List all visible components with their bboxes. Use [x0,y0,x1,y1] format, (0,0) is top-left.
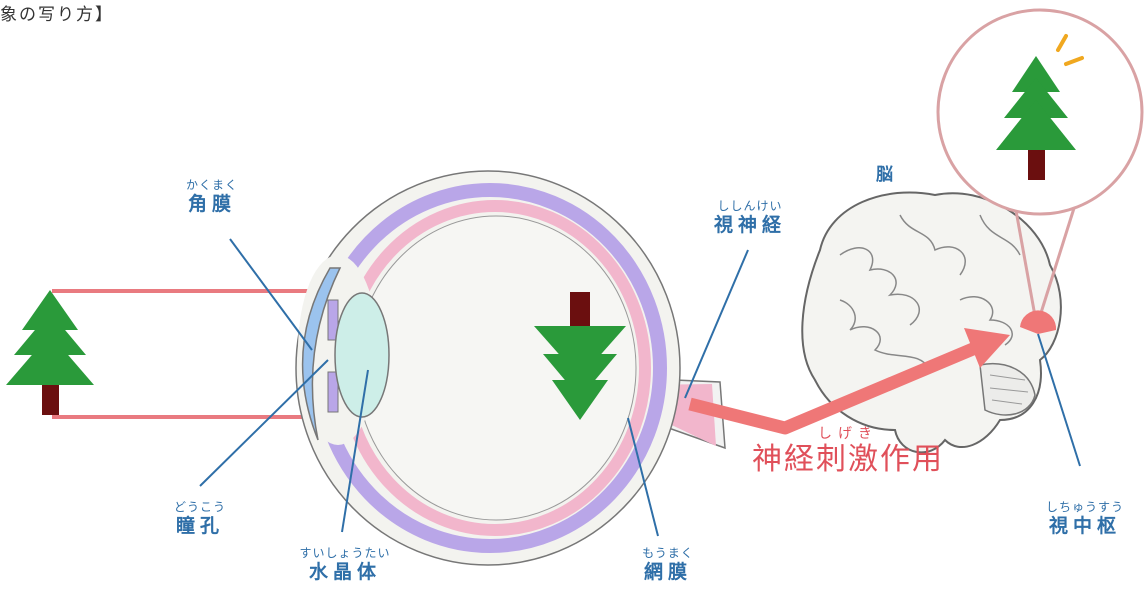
label-visual-center: しちゅうすう 視中枢 [1030,500,1140,538]
page-title-fragment: 象の写り方】 [0,0,114,25]
ruby-lens: すいしょうたい [285,546,405,560]
ruby-retina: もうまく [630,546,706,560]
lens-shape [335,293,389,417]
label-stimulus: しげき 神経刺激作用 [752,426,944,478]
label-cornea: かくまく 角膜 [170,178,254,216]
label-brain: 脳 [876,160,893,185]
term-pupil: 瞳孔 [160,514,240,538]
ruby-cornea: かくまく [170,178,254,192]
label-optic-nerve: ししんけい 視神経 [700,199,800,237]
term-visual-center: 視中枢 [1030,514,1140,538]
label-pupil: どうこう 瞳孔 [160,500,240,538]
term-retina: 網膜 [630,560,706,584]
label-lens: すいしょうたい 水晶体 [285,546,405,584]
ruby-pupil: どうこう [160,500,240,514]
ruby-visual-center: しちゅうすう [1030,500,1140,514]
eyeball [296,171,725,565]
term-cornea: 角膜 [170,192,254,216]
ruby-stimulus: しげき [752,426,944,442]
term-lens: 水晶体 [285,560,405,584]
term-optic-nerve: 視神経 [700,213,800,237]
label-retina: もうまく 網膜 [630,546,706,584]
ruby-optic-nerve: ししんけい [700,199,800,213]
term-stimulus: 神経刺激作用 [752,442,944,478]
tree-object-icon [6,290,94,415]
leader-cornea [230,239,312,350]
leader-visual-center [1038,334,1080,466]
leader-optic-nerve [685,250,748,398]
